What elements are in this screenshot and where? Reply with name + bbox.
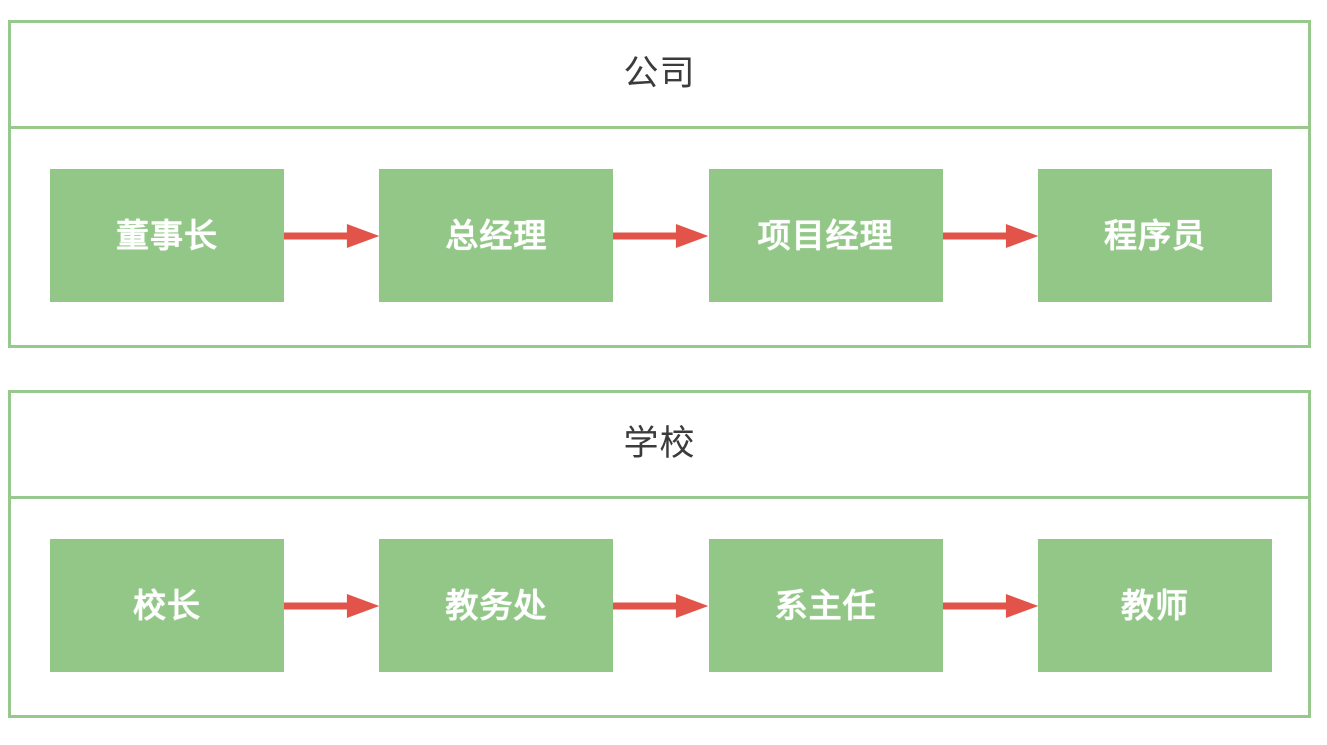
- node-school-4[interactable]: 教师: [1037, 539, 1272, 672]
- node-label: 项目经理: [757, 216, 894, 255]
- arrow-right-icon: [284, 593, 380, 619]
- panel-body-school: 校长 教务处: [11, 499, 1308, 712]
- connector-school-1: [284, 539, 380, 672]
- node-label: 系主任: [774, 586, 877, 625]
- connector-company-2: [613, 169, 709, 302]
- node-label: 总经理: [445, 216, 548, 255]
- node-company-1[interactable]: 董事长: [50, 169, 284, 302]
- panel-header-company: 公司: [11, 23, 1308, 129]
- connector-school-2: [613, 539, 709, 672]
- node-school-2[interactable]: 教务处: [379, 539, 614, 672]
- panel-body-company: 董事长 总经理: [11, 129, 1308, 342]
- node-company-3[interactable]: 项目经理: [708, 169, 943, 302]
- panel-header-school: 学校: [11, 393, 1308, 499]
- node-company-4[interactable]: 程序员: [1037, 169, 1272, 302]
- node-company-2[interactable]: 总经理: [379, 169, 614, 302]
- group-panel-school: 学校 校长 教务处: [8, 390, 1311, 718]
- node-label: 程序员: [1103, 216, 1206, 255]
- node-label: 教务处: [445, 586, 548, 625]
- panel-title-company: 公司: [623, 54, 696, 94]
- arrow-right-icon: [613, 593, 709, 619]
- node-school-1[interactable]: 校长: [50, 539, 284, 672]
- flow-row-school: 校长 教务处: [11, 499, 1308, 712]
- node-label: 校长: [133, 586, 201, 625]
- arrow-right-icon: [284, 223, 380, 249]
- group-panel-company: 公司 董事长 总经理: [8, 20, 1311, 348]
- node-school-3[interactable]: 系主任: [708, 539, 943, 672]
- connector-company-3: [942, 169, 1038, 302]
- connector-company-1: [284, 169, 380, 302]
- arrow-right-icon: [942, 593, 1038, 619]
- flow-row-company: 董事长 总经理: [11, 129, 1308, 342]
- node-label: 董事长: [116, 216, 218, 255]
- node-label: 教师: [1120, 586, 1189, 625]
- panel-title-school: 学校: [623, 424, 696, 464]
- connector-school-3: [942, 539, 1038, 672]
- arrow-right-icon: [613, 223, 709, 249]
- arrow-right-icon: [942, 223, 1038, 249]
